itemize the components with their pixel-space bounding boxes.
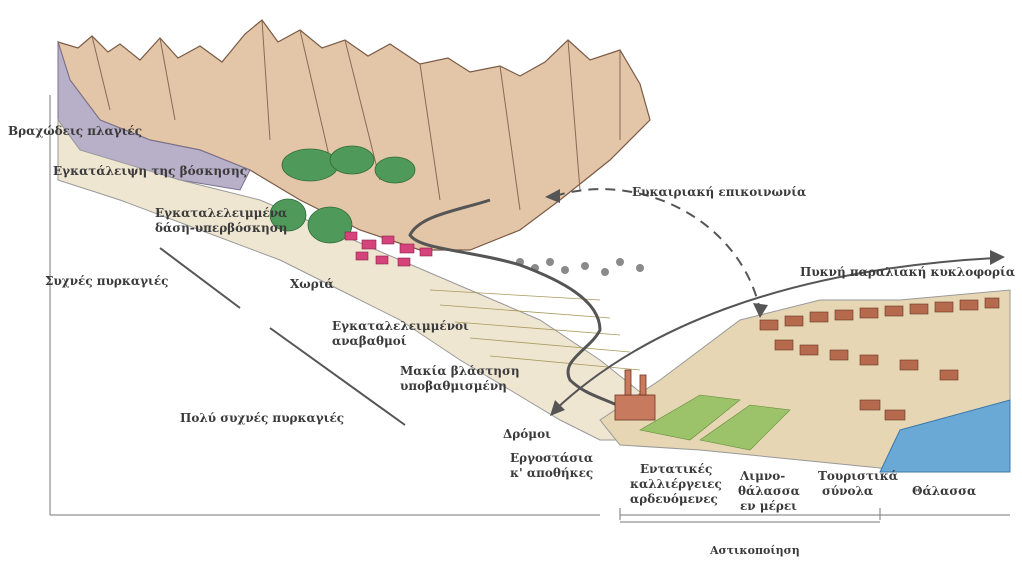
arrow-head-right (990, 250, 1005, 265)
label-sea: Θάλασσα (912, 485, 976, 499)
label-maquis-2: υποβαθμισμένη (400, 380, 507, 394)
label-lagoon-3: εν μέρει (740, 500, 797, 514)
occasional-communication-arrow (555, 189, 760, 310)
label-abandoned-terraces-1: Εγκαταλελειμμένοι (332, 320, 469, 334)
label-abandoned-terraces-2: αναβαθμοί (332, 335, 407, 349)
label-very-frequent-fires: Πολύ συχνές πυρκαγιές (180, 412, 344, 426)
label-intensive-crops-3: αρδευόμενες (630, 493, 718, 507)
label-tourist-complexes-1: Τουριστικά (818, 470, 898, 484)
label-roads: Δρόμοι (503, 428, 551, 442)
label-intensive-crops-1: Εντατικές (640, 463, 712, 477)
bottom-bracket (620, 508, 1010, 520)
maquis-shrubs (516, 258, 644, 276)
label-frequent-fires: Συχνές πυρκαγιές (45, 275, 168, 289)
label-maquis-1: Μακία βλάστηση (400, 365, 520, 379)
label-abandoned-forests-2: δάση-υπερβόσκηση (155, 222, 287, 236)
label-lagoon-2: θάλασσα (738, 485, 800, 499)
label-tourist-complexes-2: σύνολα (822, 485, 873, 499)
label-dense-coastal-traffic: Πυκνή παραλιακή κυκλοφορία (800, 266, 1015, 280)
mountain-range (58, 20, 650, 250)
label-factories-2: κ' αποθήκες (510, 467, 593, 481)
fire-line-frequent (160, 248, 240, 308)
label-grazing-abandonment: Εγκατάλειψη της βόσκησης (53, 165, 247, 179)
label-rocky-slopes: Βραχώδεις πλαγιές (8, 125, 142, 139)
label-intensive-crops-2: καλλιέργειες (630, 478, 722, 492)
label-occasional-communication: Ευκαιριακή επικοινωνία (632, 186, 806, 200)
label-coastalization: Αστικοποίηση (710, 545, 800, 558)
label-villages: Χωριά (290, 278, 334, 292)
label-lagoon-1: Λιμνο- (740, 470, 785, 484)
label-abandoned-forests-1: Εγκαταλελειμμένα (155, 207, 287, 221)
label-factories-1: Εργοστάσια (510, 452, 593, 466)
